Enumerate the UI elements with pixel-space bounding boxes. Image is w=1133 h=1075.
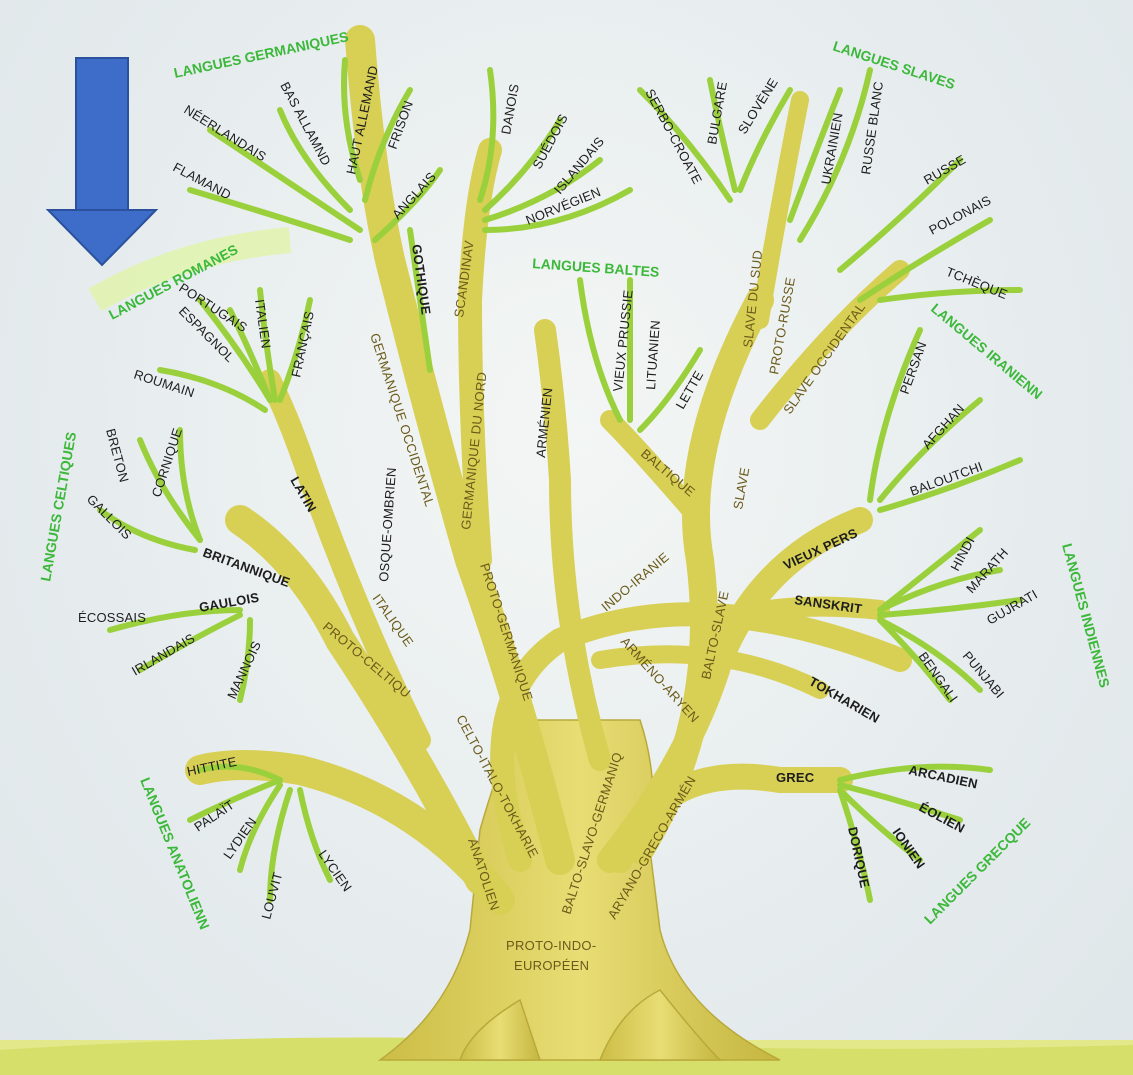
branch-slave: SLAVE xyxy=(730,466,752,510)
lang-ecossais: ÉCOSSAIS xyxy=(78,610,146,625)
group-grecque: LANGUES GRECQUE xyxy=(921,815,1034,928)
root-label-line2: EUROPÉEN xyxy=(514,958,589,973)
lang-bulgare: BULGARE xyxy=(704,80,730,145)
lang-francais: FRANÇAIS xyxy=(288,310,317,379)
lang-polonais: POLONAIS xyxy=(926,192,993,237)
root-label-line1: PROTO-INDO- xyxy=(506,938,596,953)
lang-italien: ITALIEN xyxy=(252,298,274,349)
lang-slovene: SLOVÈNE xyxy=(735,75,781,136)
branch-slave-occidental: SLAVE OCCIDENTAL xyxy=(780,300,868,417)
lang-russe: RUSSE xyxy=(921,152,968,188)
group-baltes: LANGUES BALTES xyxy=(532,255,660,280)
lang-ionien: IONIEN xyxy=(890,825,929,871)
lang-irlandais: IRLANDAIS xyxy=(129,630,198,678)
lang-tokharien: TOKHARIEN xyxy=(807,674,883,726)
lang-afghan: AFGHAN xyxy=(919,401,967,452)
down-arrow-icon xyxy=(48,58,156,265)
lang-breton: BRETON xyxy=(103,427,132,484)
group-slaves: LANGUES SLAVES xyxy=(831,38,957,93)
lang-serbo-croate: SERBO-CROATE xyxy=(642,86,705,186)
lang-gallois: GALLOIS xyxy=(84,492,135,543)
lang-anglais: ANGLAIS xyxy=(389,169,439,222)
lang-tcheque: TCHÈQUE xyxy=(944,264,1010,302)
lang-dorique: DORIQUE xyxy=(845,826,873,890)
lang-lituanien: LITUANIEN xyxy=(643,320,663,391)
lang-ukrainien: UKRAINIEN xyxy=(818,111,845,185)
group-anatoliennes: LANGUES ANATOLIENN xyxy=(137,775,213,931)
group-germaniques: LANGUES GERMANIQUES xyxy=(172,28,350,81)
lang-neerlandais: NÉERLANDAIS xyxy=(181,102,269,165)
lang-gujrati: GUJRATI xyxy=(984,587,1040,628)
lang-islandais: ISLANDAIS xyxy=(551,134,607,197)
lang-eolien: ÉOLIEN xyxy=(917,799,968,836)
group-indiennes: LANGUES INDIENNES xyxy=(1059,542,1113,690)
group-celtiques: LANGUES CELTIQUES xyxy=(37,431,79,583)
lang-louvit: LOUVIT xyxy=(258,870,285,920)
lang-suedois: SUÉDOIS xyxy=(529,111,570,171)
lang-osque-ombrien: OSQUE-OMBRIEN xyxy=(376,467,399,582)
group-iraniennes: LANGUES IRANIENN xyxy=(928,300,1046,402)
lang-lycien: LYCIEN xyxy=(316,847,355,894)
branch-grec: GREC xyxy=(776,770,815,785)
lang-danois: DANOIS xyxy=(498,83,522,136)
